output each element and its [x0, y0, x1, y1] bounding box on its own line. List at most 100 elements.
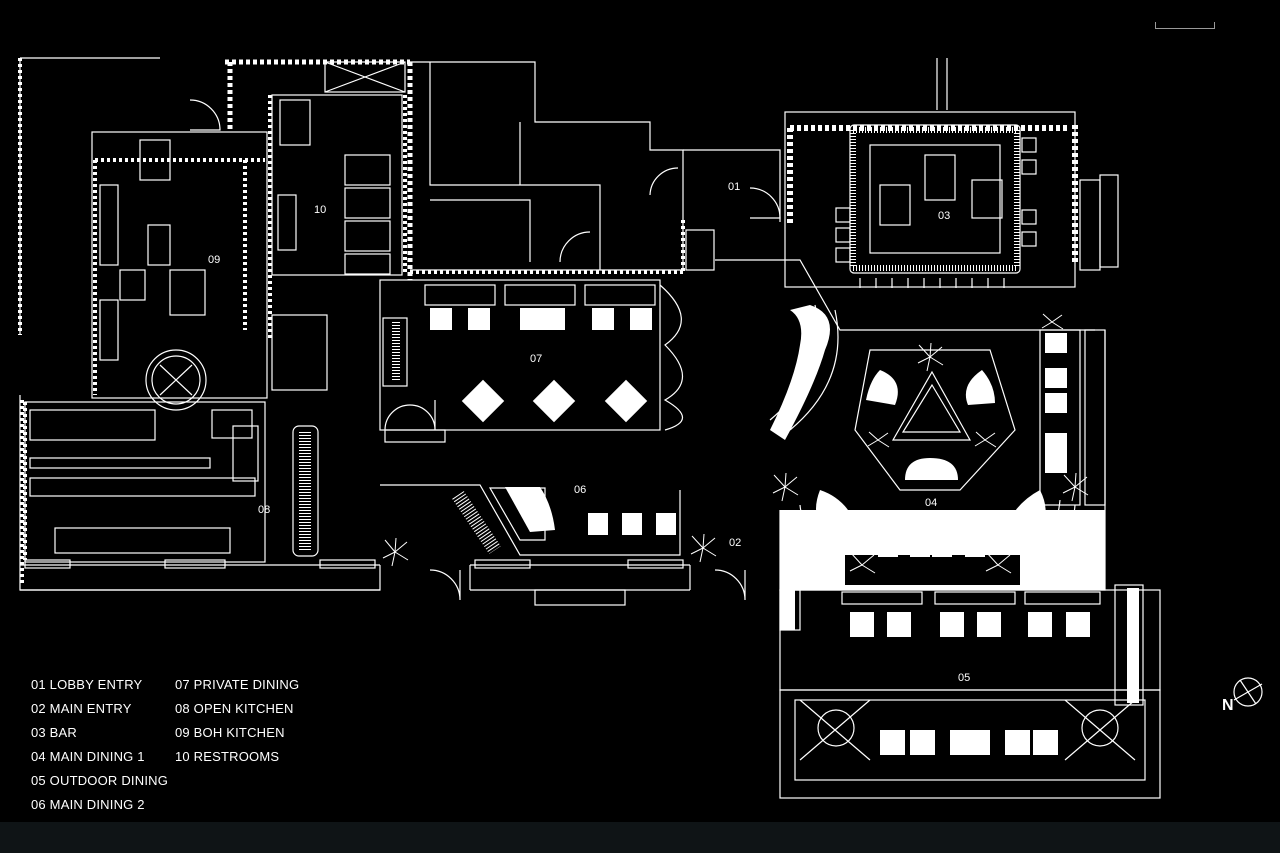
north-arrow-circle	[1233, 677, 1263, 707]
floor-plan: 01 02 03 04 05 06 07 08 09 10 N	[18, 57, 1263, 799]
planter-3	[319, 559, 376, 569]
scale-bar	[1155, 22, 1215, 29]
private-sideboard	[384, 429, 446, 443]
cookline-3	[29, 477, 256, 497]
outdoor-table-6	[1066, 612, 1090, 637]
bar-stool-e3	[1021, 209, 1037, 225]
north-arrow: N	[1222, 677, 1263, 714]
bar-counter-outer	[849, 124, 1021, 274]
dining2-banquette-texture	[452, 491, 501, 554]
boh-kitchen-outline	[91, 131, 268, 399]
outdoor-table-2	[887, 612, 911, 637]
bar-stool-e1	[1021, 137, 1037, 153]
booth-table-e3	[1045, 393, 1067, 413]
east-partition	[1039, 329, 1081, 506]
boh-counter-3	[147, 224, 171, 266]
lobby-door	[649, 167, 679, 196]
outdoor-west-fill	[780, 590, 795, 630]
room-label-02: 02	[729, 537, 741, 549]
private-table-4	[592, 308, 614, 330]
dining1-table-4	[965, 535, 985, 557]
private-curved-wall	[659, 284, 684, 431]
east-banquette	[1084, 329, 1106, 506]
private-dining-outline	[379, 279, 661, 431]
private-door	[384, 400, 436, 431]
diamond-table-1	[461, 379, 505, 423]
stair-core	[324, 61, 406, 93]
room-label-09: 09	[208, 254, 220, 266]
bar-stool-e4	[1021, 231, 1037, 247]
legend-item-boh-kitchen: 09 BOH KITCHEN	[175, 725, 285, 740]
north-arrow-pointer	[1233, 679, 1263, 705]
plant-icon-1	[382, 537, 409, 567]
entry-step	[534, 589, 626, 606]
legend-column-1: 01 LOBBY ENTRY 02 MAIN ENTRY 03 BAR 04 M…	[31, 673, 168, 817]
elevator	[685, 229, 715, 271]
curved-communal-table	[770, 305, 830, 440]
plant-icon-8	[849, 552, 876, 574]
north-partition	[429, 62, 601, 270]
booth-table-e2	[1045, 368, 1067, 388]
legend-item-lobby-entry: 01 LOBBY ENTRY	[31, 677, 143, 692]
boh-counter-4	[169, 269, 206, 316]
wall-hatch-west	[18, 58, 24, 585]
outdoor-table-3	[940, 612, 964, 637]
outdoor-bench-1	[841, 591, 923, 605]
legend-item-bar: 03 BAR	[31, 725, 78, 740]
plant-icon-10	[1041, 313, 1064, 330]
legend-item-main-dining-1: 04 MAIN DINING 1	[31, 749, 145, 764]
plant-icon-9	[985, 552, 1012, 574]
outdoor-bench-2	[934, 591, 1016, 605]
room-label-06: 06	[574, 484, 586, 496]
bar-shelf	[1099, 174, 1119, 268]
outdoor-table-4	[977, 612, 1001, 637]
private-banquette	[382, 317, 408, 387]
private-table-1	[430, 308, 452, 330]
umbrella-lines	[799, 699, 1136, 761]
legend-item-main-dining-2: 06 MAIN DINING 2	[31, 797, 145, 812]
planter-1	[24, 559, 71, 569]
room-label-03: 03	[938, 210, 950, 222]
counter-cutout	[845, 555, 1020, 585]
plant-icon-4	[1062, 472, 1089, 502]
legend-item-open-kitchen: 08 OPEN KITCHEN	[175, 701, 294, 716]
plant-icon-6	[867, 431, 890, 448]
bar-back-station-3	[879, 184, 911, 226]
stair-cross	[324, 61, 406, 93]
bar-back-station-2	[971, 179, 1003, 219]
legend-item-restrooms: 10 RESTROOMS	[175, 749, 280, 764]
diamond-table-2	[532, 379, 576, 423]
legend-item-main-entry: 02 MAIN ENTRY	[31, 701, 132, 716]
umbrella-east	[1081, 709, 1119, 747]
plant-icon-2	[690, 533, 717, 563]
legend-item-private-dining: 07 PRIVATE DINING	[175, 677, 300, 692]
outdoor-table-5	[1028, 612, 1052, 637]
terrace-table-3	[950, 730, 990, 755]
outdoor-planter-east	[1114, 584, 1144, 706]
bar-room-outline	[784, 111, 1076, 288]
room-label-01: 01	[728, 181, 740, 193]
boh-counter-5	[99, 299, 119, 361]
main-entry-door	[714, 569, 746, 601]
legend-column-2: 07 PRIVATE DINING 08 OPEN KITCHEN 09 BOH…	[175, 673, 299, 769]
cookline-4	[54, 527, 231, 554]
north-rooms	[410, 61, 684, 271]
planter-5	[627, 559, 684, 569]
outdoor-table-1	[850, 612, 874, 637]
boh-counter-1	[99, 184, 119, 266]
hex-booth-table-nw	[866, 370, 898, 405]
dining2-table-3	[656, 513, 676, 535]
kitchen-door	[429, 569, 461, 601]
booth-table-e1	[1045, 333, 1067, 353]
terrace-table-4	[1005, 730, 1030, 755]
room-label-08: 08	[258, 504, 270, 516]
hexagon-booth	[854, 349, 1016, 491]
triangle-feature-outer	[891, 370, 972, 441]
stall-4	[344, 253, 391, 275]
terrace-table-1	[880, 730, 905, 755]
room-label-07: 07	[530, 353, 542, 365]
booth-table-se	[1003, 490, 1046, 540]
outdoor-bench-3	[1024, 591, 1101, 605]
bar-stool-e2	[1021, 159, 1037, 175]
legend-item-outdoor-dining: 05 OUTDOOR DINING	[31, 773, 169, 788]
